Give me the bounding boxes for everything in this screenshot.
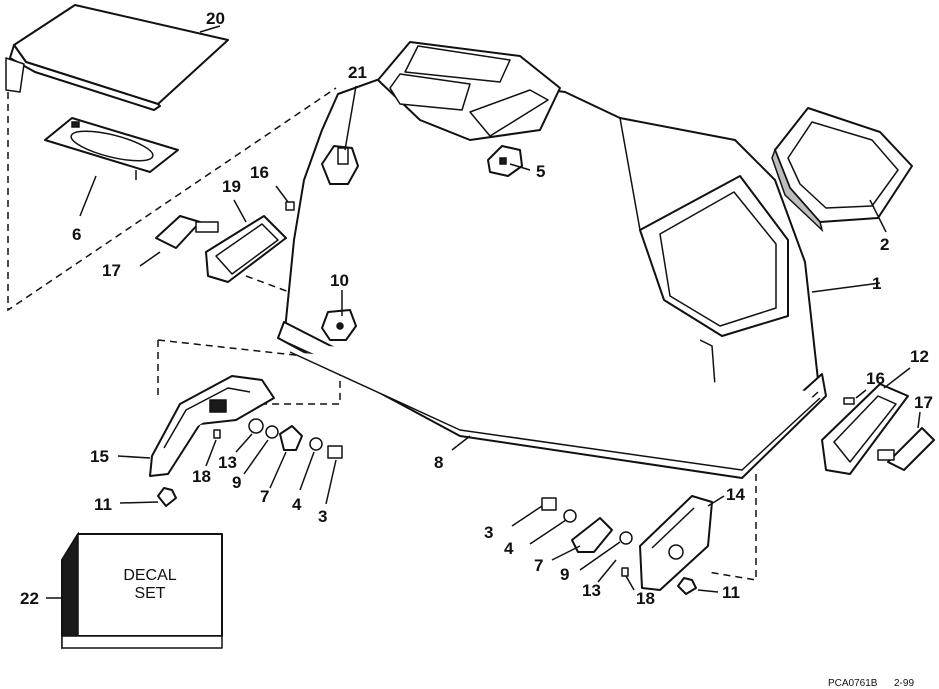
side-plate-part-12 <box>821 367 911 475</box>
callout-16-left: 16 <box>250 163 269 182</box>
bolt-part-3-left <box>327 445 343 459</box>
callout-labels: 20 21 16 19 5 6 17 2 1 10 12 16 17 8 15 … <box>20 9 933 608</box>
callout-10: 10 <box>330 271 349 290</box>
assembly-lines-right <box>707 474 757 581</box>
callout-17-left: 17 <box>102 261 121 280</box>
knob-part-21 <box>321 85 359 185</box>
screw-part-18-left <box>213 429 221 439</box>
side-plate-part-19 <box>205 199 287 283</box>
fastener-part-10 <box>321 290 357 341</box>
plug-part-17-right <box>877 411 935 471</box>
grommet-part-11-left <box>157 487 177 507</box>
callout-7-right: 7 <box>534 556 543 575</box>
callout-21: 21 <box>348 63 367 82</box>
callout-4-left: 4 <box>292 495 302 514</box>
decal-set-part-22 <box>46 531 223 650</box>
callout-19: 19 <box>222 177 241 196</box>
callout-3-left: 3 <box>318 507 327 526</box>
hardware-left <box>119 418 343 507</box>
callout-9-left: 9 <box>232 473 241 492</box>
callout-2: 2 <box>880 235 889 254</box>
washer-part-4-left <box>309 437 323 451</box>
reference-code: PCA0761B <box>828 678 878 689</box>
bracket-part-7-right <box>571 517 613 553</box>
top-cover-part-20 <box>5 4 229 111</box>
callout-14: 14 <box>726 485 745 504</box>
callout-15: 15 <box>90 447 109 466</box>
bracket-part-14 <box>639 495 725 591</box>
callout-1: 1 <box>872 274 881 293</box>
assembly-lines-left <box>7 87 341 405</box>
reference-date: 2-99 <box>894 678 914 689</box>
washer-part-13-left <box>248 418 264 434</box>
hardware-right <box>511 497 719 595</box>
callout-20: 20 <box>206 9 225 28</box>
callout-17-right: 17 <box>914 393 933 412</box>
lower-seal-part-8 <box>277 321 827 479</box>
callout-9-right: 9 <box>560 565 569 584</box>
pin-part-16-right <box>843 389 867 405</box>
washer-part-9-left <box>265 425 279 439</box>
washer-part-4-right <box>563 509 577 523</box>
callout-4-right: 4 <box>504 539 514 558</box>
screw-part-18-right <box>621 567 629 577</box>
callout-5: 5 <box>536 162 545 181</box>
callout-8: 8 <box>434 453 443 472</box>
callout-16-right: 16 <box>866 369 885 388</box>
callout-18-right: 18 <box>636 589 655 608</box>
bolt-part-3-right <box>541 497 557 511</box>
callout-7-left: 7 <box>260 487 269 506</box>
pin-part-16-left <box>275 185 295 211</box>
fastener-part-5 <box>487 145 531 177</box>
callout-11-right: 11 <box>722 583 740 602</box>
gasket-plate-part-6 <box>44 117 179 217</box>
callout-11-left: 11 <box>94 495 112 514</box>
window-frame-part-2 <box>771 107 913 233</box>
decal-label-line2: SET <box>134 585 165 602</box>
grommet-part-11-right <box>677 577 697 595</box>
plug-part-17-left <box>139 215 219 267</box>
bracket-part-15 <box>117 375 275 477</box>
callout-3-right: 3 <box>484 523 493 542</box>
callout-12: 12 <box>910 347 929 366</box>
callout-18-left: 18 <box>192 467 211 486</box>
decal-label-line1: DECAL <box>123 567 176 584</box>
bracket-part-7-left <box>279 425 303 451</box>
callout-13-right: 13 <box>582 581 601 600</box>
callout-6: 6 <box>72 225 81 244</box>
callout-13-left: 13 <box>218 453 237 472</box>
callout-22: 22 <box>20 589 39 608</box>
washer-part-9-right <box>619 531 633 545</box>
